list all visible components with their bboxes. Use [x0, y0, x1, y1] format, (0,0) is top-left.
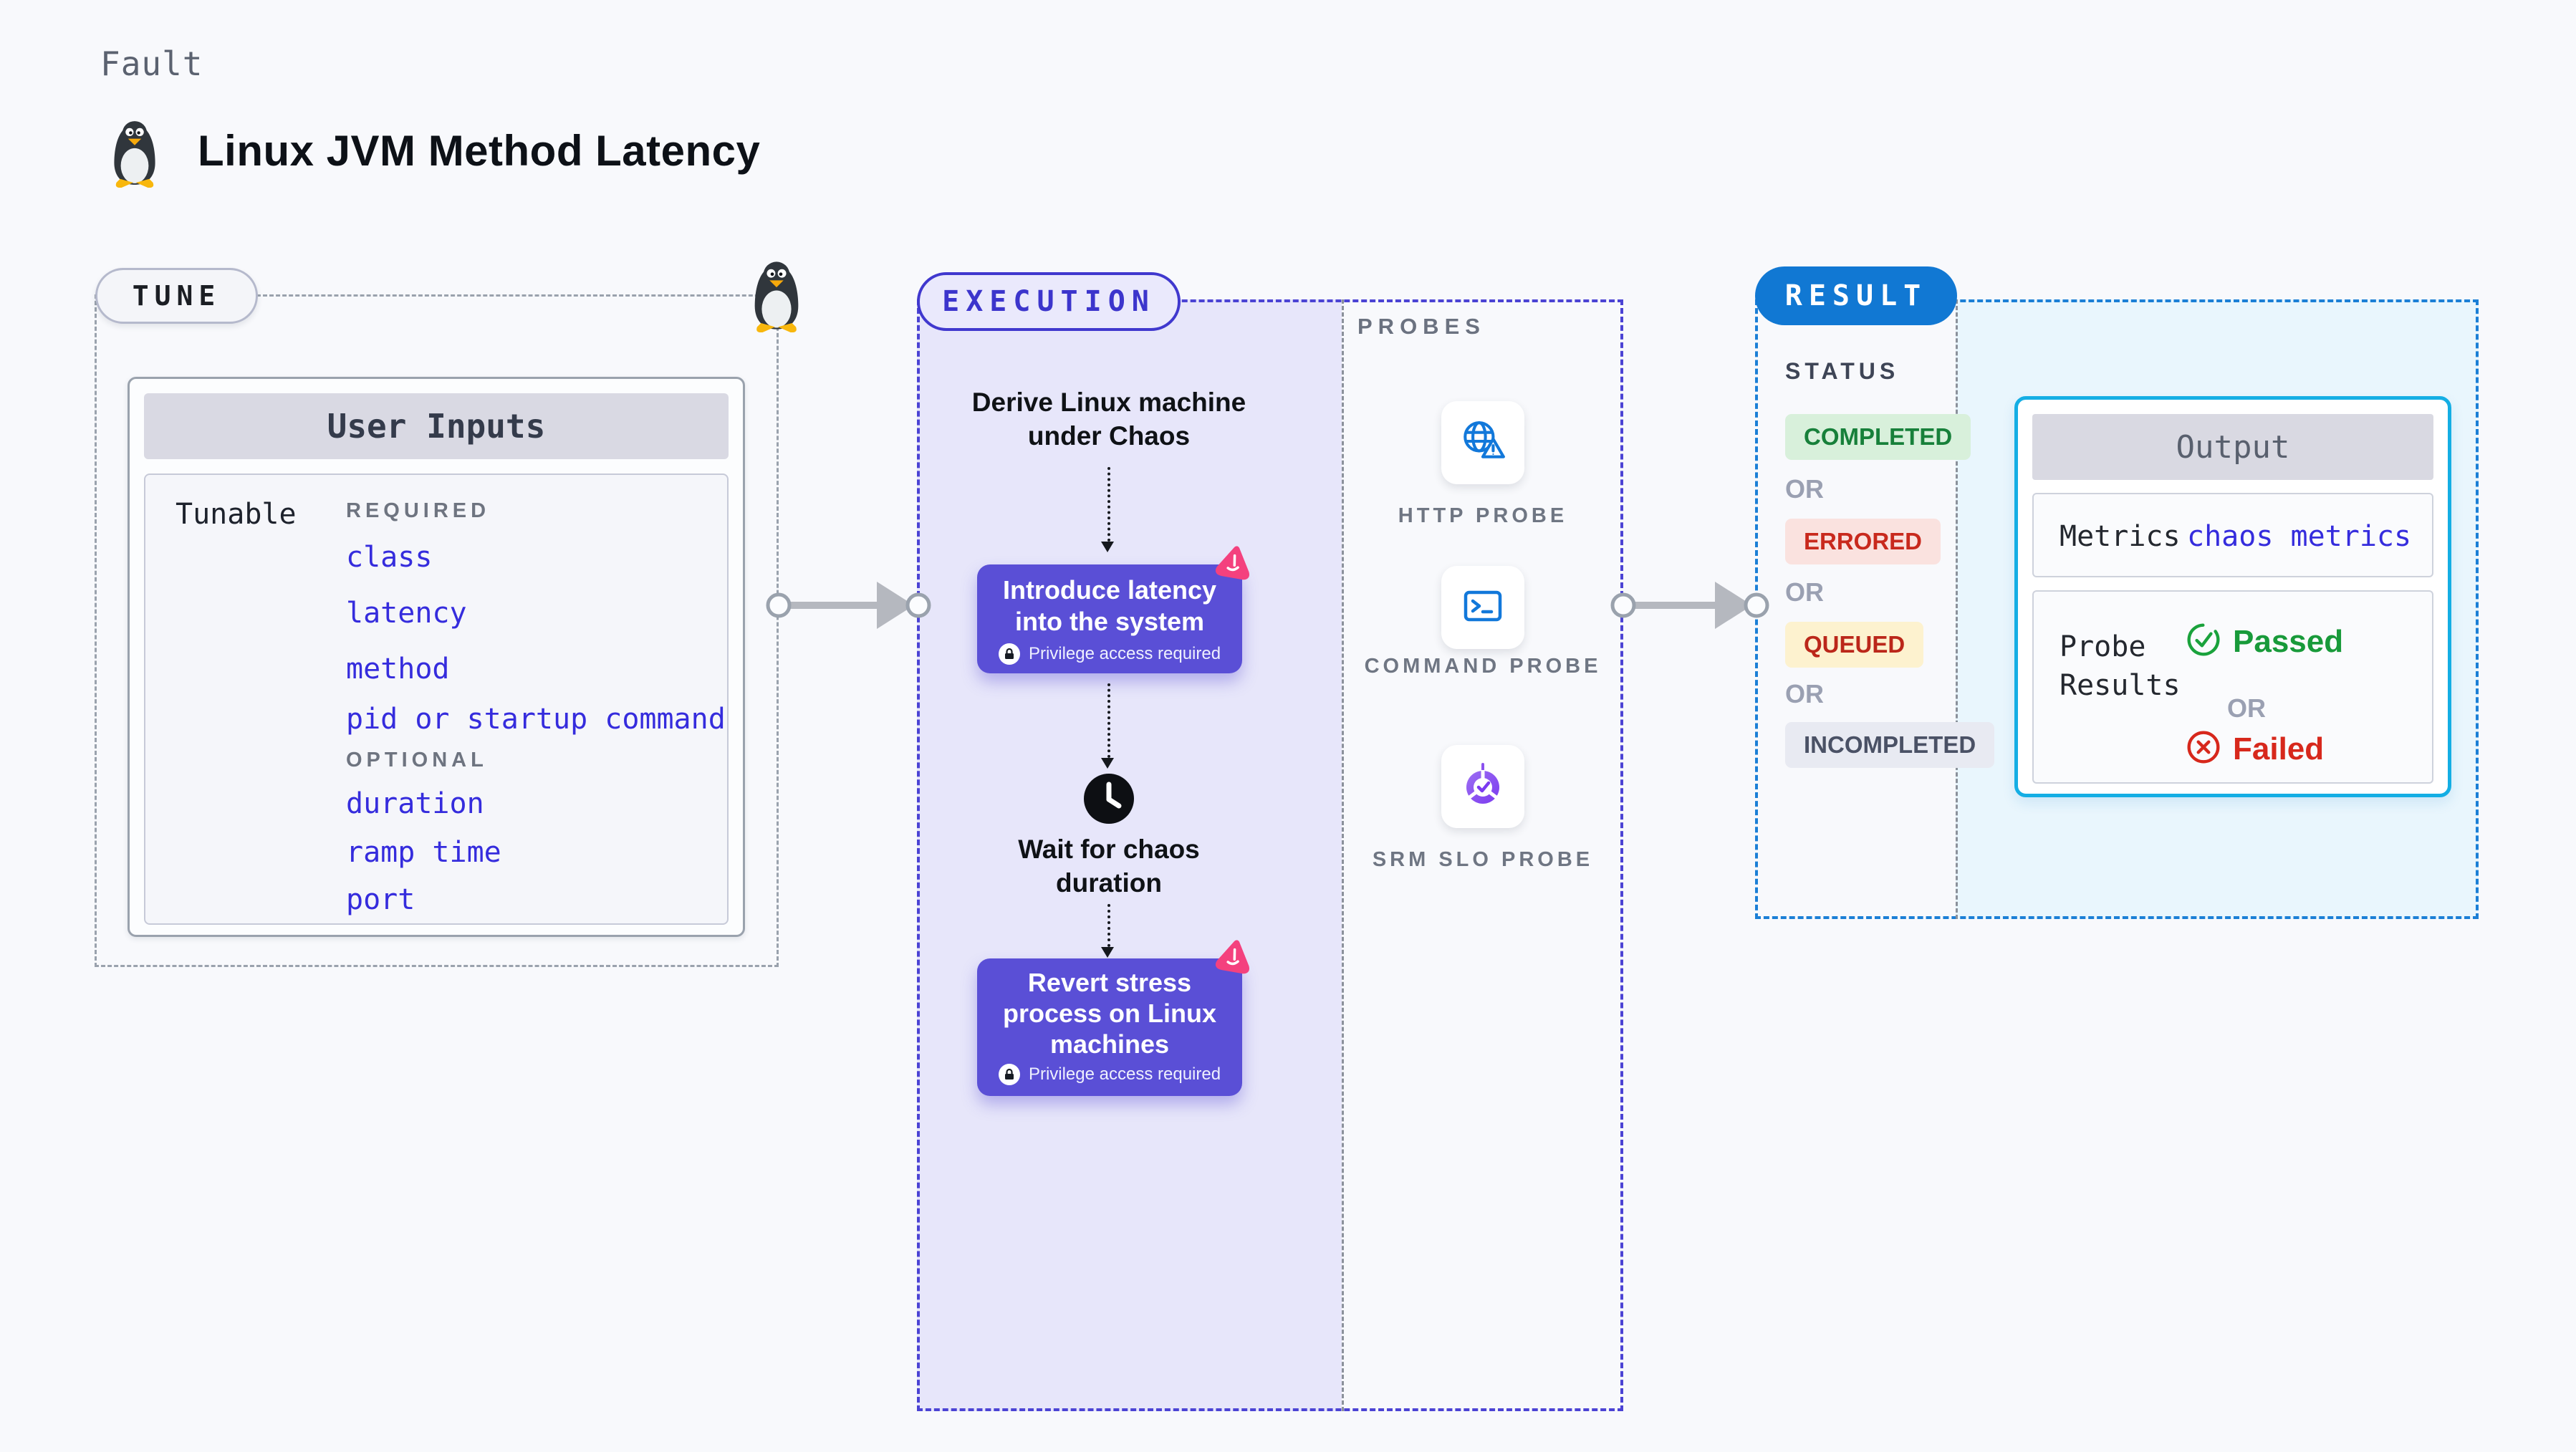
execution-pill: EXECUTION — [917, 272, 1181, 331]
srm-slo-probe-label: SRM SLO PROBE — [1372, 848, 1594, 871]
metrics-row: Metrics chaos metrics — [2032, 493, 2433, 577]
derive-step-text: Derive Linux machine under Chaos — [971, 388, 1246, 451]
tune-section-frame — [95, 294, 779, 967]
probes-divider — [1342, 299, 1344, 1411]
tunable-item-class: class — [346, 541, 433, 574]
command-probe-card — [1441, 566, 1524, 649]
passed-label: Passed — [2233, 623, 2344, 659]
tunable-item-method: method — [346, 653, 450, 686]
privilege-badge-text: Privilege access required — [1028, 644, 1221, 663]
tunable-item-pid: pid or startup command — [346, 703, 726, 736]
output-panel-title: Output — [2032, 414, 2433, 480]
globe-alert-icon — [1458, 417, 1507, 469]
tunable-row-label: Tunable — [176, 498, 297, 531]
status-badge-errored: ERRORED — [1785, 519, 1941, 564]
revert-stress-title: Revert stress process on Linux machines — [1002, 968, 1217, 1059]
flow-arrowhead-icon — [1101, 542, 1114, 552]
tunable-item-duration: duration — [346, 787, 484, 820]
slo-donut-check-icon — [1459, 761, 1506, 812]
x-circle-icon — [2186, 729, 2221, 769]
litmus-chaos-icon — [1215, 937, 1254, 976]
fault-kicker: Fault — [100, 44, 203, 83]
flow-arrowhead-icon — [1101, 947, 1114, 958]
lock-icon — [998, 1064, 1020, 1085]
metrics-label: Metrics — [2060, 520, 2181, 553]
passed-result: Passed — [2186, 622, 2343, 661]
wait-clock-icon — [1082, 772, 1135, 829]
execution-section-frame — [917, 299, 1623, 1411]
status-badge-queued: QUEUED — [1785, 622, 1924, 668]
flow-connector — [1107, 683, 1110, 758]
or-separator: OR — [1785, 474, 1824, 504]
check-circle-icon — [2186, 622, 2221, 661]
tunable-item-ramp-time: ramp time — [346, 836, 501, 869]
revert-stress-node: Revert stress process on Linux machines … — [977, 958, 1242, 1096]
status-badge-completed: COMPLETED — [1785, 414, 1971, 460]
or-separator: OR — [1785, 577, 1824, 607]
or-separator: OR — [2227, 693, 2266, 723]
tunables-table: Tunable REQUIRED class latency method pi… — [144, 473, 729, 925]
probes-section-label: PROBES — [1357, 314, 1486, 339]
tune-pill: TUNE — [95, 268, 258, 324]
or-separator: OR — [1785, 679, 1824, 708]
user-inputs-title: User Inputs — [144, 393, 729, 459]
status-column-label: STATUS — [1785, 358, 1900, 384]
tunable-item-port: port — [346, 883, 415, 916]
introduce-latency-title: Introduce latency into the system — [1002, 575, 1217, 636]
litmus-chaos-icon — [1215, 543, 1254, 582]
failed-result: Failed — [2186, 729, 2324, 769]
flow-connector — [1107, 467, 1110, 542]
flow-connector — [1107, 904, 1110, 947]
tunable-item-latency: latency — [346, 597, 467, 630]
required-group-label: REQUIRED — [346, 499, 491, 522]
introduce-latency-node: Introduce latency into the system Privil… — [977, 564, 1242, 673]
http-probe-card — [1441, 401, 1524, 484]
page-title: Linux JVM Method Latency — [198, 126, 761, 175]
result-pill: RESULT — [1755, 266, 1957, 325]
flow-arrowhead-icon — [1101, 758, 1114, 769]
tux-penguin-corner-icon — [745, 258, 808, 333]
srm-slo-probe-card — [1441, 745, 1524, 828]
wait-step-text: Wait for chaos duration — [1018, 835, 1200, 898]
output-panel: Output Metrics chaos metrics Probe Resul… — [2014, 396, 2451, 797]
user-inputs-card: User Inputs Tunable REQUIRED class laten… — [128, 377, 745, 937]
optional-group-label: OPTIONAL — [346, 749, 488, 771]
probe-results-label: Probe Results — [2060, 630, 2181, 702]
http-probe-label: HTTP PROBE — [1398, 504, 1568, 527]
probe-results-row: Probe Results Passed OR — [2032, 590, 2433, 784]
terminal-icon — [1459, 582, 1506, 633]
privilege-badge-text: Privilege access required — [1028, 1064, 1221, 1084]
result-divider — [1956, 299, 1958, 919]
command-probe-label: COMMAND PROBE — [1364, 655, 1602, 678]
execution-section-fill — [917, 299, 1342, 1411]
metrics-value-link: chaos metrics — [2187, 520, 2412, 553]
tux-penguin-icon — [105, 117, 165, 188]
lock-icon — [998, 643, 1020, 665]
status-badge-incompleted: INCOMPLETED — [1785, 722, 1995, 768]
execution-to-result-arrow — [1610, 582, 1769, 629]
failed-label: Failed — [2233, 731, 2325, 766]
tune-to-execution-arrow — [766, 582, 931, 629]
